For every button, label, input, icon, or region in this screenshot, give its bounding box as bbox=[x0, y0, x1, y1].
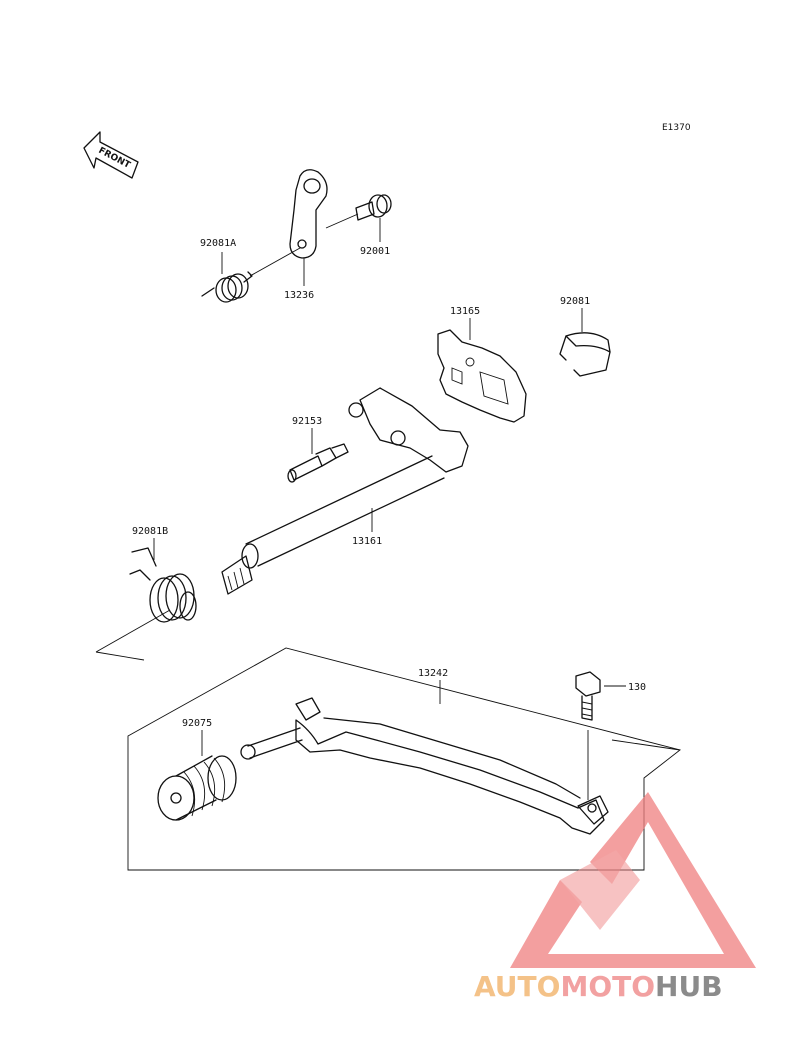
diagram-code: E1370 bbox=[662, 123, 691, 133]
bolt-92001-drawing bbox=[355, 194, 392, 221]
watermark-text: AUTOMOTOHUB bbox=[474, 970, 723, 1003]
shaft-13161-drawing bbox=[221, 387, 469, 595]
label-13165: 13165 bbox=[450, 306, 480, 317]
spring-92081b-drawing bbox=[129, 547, 197, 623]
label-92081a: 92081A bbox=[200, 238, 236, 249]
label-92081b: 92081B bbox=[132, 526, 168, 537]
label-92075: 92075 bbox=[182, 718, 212, 729]
automotohub-watermark bbox=[510, 792, 756, 968]
watermark-triangle-icon bbox=[510, 792, 756, 968]
label-13236: 13236 bbox=[284, 290, 314, 301]
clip-92081-drawing bbox=[559, 332, 611, 377]
watermark-moto: MOTO bbox=[560, 970, 655, 1003]
plate-13165-drawing bbox=[437, 329, 527, 423]
bolt-130-drawing bbox=[575, 671, 601, 800]
lever-13242-drawing bbox=[240, 697, 609, 835]
label-13242: 13242 bbox=[418, 668, 448, 679]
label-92001: 92001 bbox=[360, 246, 390, 257]
label-130: 130 bbox=[628, 682, 646, 693]
rubber-92075-drawing bbox=[157, 755, 237, 821]
front-arrow-icon: FRONT bbox=[83, 131, 139, 179]
watermark-auto: AUTO bbox=[474, 970, 560, 1003]
label-13161: 13161 bbox=[352, 536, 382, 547]
watermark-hub: HUB bbox=[655, 970, 723, 1003]
label-92081: 92081 bbox=[560, 296, 590, 307]
lower-group-outline bbox=[127, 647, 681, 871]
arm-13236-drawing bbox=[289, 169, 359, 259]
pin-92153-drawing bbox=[287, 443, 349, 483]
label-92153: 92153 bbox=[292, 416, 322, 427]
